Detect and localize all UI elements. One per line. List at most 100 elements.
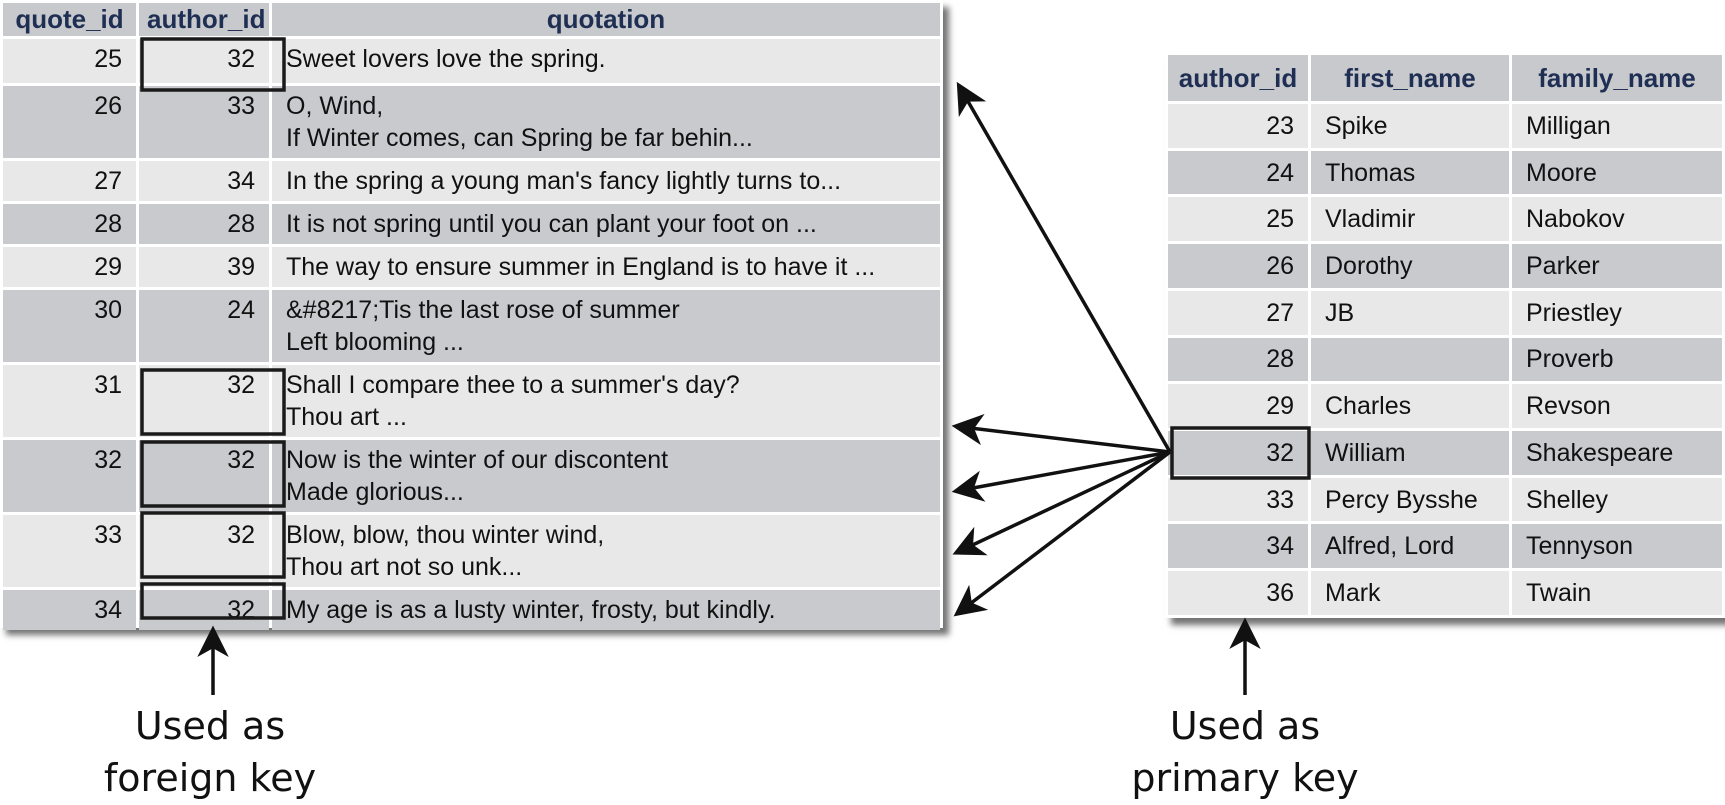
- quotation-cell: In the spring a young man's fancy lightl…: [272, 161, 940, 201]
- column-header-author-id[interactable]: author_id: [139, 3, 269, 36]
- quotes-table: quote_id author_id quotation 25 32 Sweet…: [0, 0, 943, 633]
- table-row: 24 Thomas Moore: [1168, 150, 1722, 195]
- column-header-author-id[interactable]: author_id: [1168, 55, 1308, 101]
- column-header-family-name[interactable]: family_name: [1512, 55, 1722, 101]
- family-name-cell: Nabokov: [1512, 197, 1722, 242]
- table-row: 27 34 In the spring a young man's fancy …: [3, 161, 940, 201]
- quote-id-cell: 34: [3, 590, 136, 630]
- arrow-to-quote-34: [953, 450, 1172, 617]
- quote-id-cell: 30: [3, 290, 136, 362]
- quotation-line-2: Made glorious...: [286, 478, 464, 506]
- quotation-line-1: In the spring a young man's fancy lightl…: [286, 167, 842, 195]
- quote-id-cell: 28: [3, 204, 136, 244]
- quote-id-cell: 26: [3, 86, 136, 158]
- quotation-cell: Shall I compare thee to a summer's day? T…: [272, 365, 940, 437]
- author-id-cell: 28: [1168, 337, 1308, 382]
- author-id-cell: 32: [139, 515, 269, 587]
- family-name-cell: Priestley: [1512, 290, 1722, 335]
- author-id-cell: 29: [1168, 384, 1308, 429]
- quotes-header-row: quote_id author_id quotation: [3, 3, 940, 36]
- family-name-cell: Revson: [1512, 384, 1722, 429]
- quotation-cell: Blow, blow, thou winter wind,Thou art no…: [272, 515, 940, 587]
- family-name-cell: Shakespeare: [1512, 431, 1722, 475]
- arrow-to-quote-33: [952, 450, 1171, 556]
- quotation-cell: O, Wind, If Winter comes, can Spring be f…: [272, 86, 940, 158]
- quotation-line-1: &#8217;Tis the last rose of summer: [286, 296, 680, 324]
- table-row: 26 33 O, Wind, If Winter comes, can Sprin…: [3, 86, 940, 158]
- author-id-cell: 26: [1168, 244, 1308, 288]
- author-id-cell: 36: [1168, 571, 1308, 615]
- caption-line: Used as: [134, 704, 286, 748]
- quotation-cell: My age is as a lusty winter, frosty, but…: [272, 590, 940, 630]
- authors-table: author_id first_name family_name 23 Spik…: [1165, 52, 1725, 618]
- table-row: 25 Vladimir Nabokov: [1168, 197, 1722, 242]
- table-row: 23 Spike Milligan: [1168, 104, 1722, 148]
- author-id-cell: 23: [1168, 104, 1308, 148]
- table-row: 34 32 My age is as a lusty winter, frost…: [3, 590, 940, 630]
- arrow-to-quote-25: [956, 81, 1172, 453]
- column-header-quote-id[interactable]: quote_id: [3, 3, 136, 36]
- column-header-first-name[interactable]: first_name: [1311, 55, 1509, 101]
- author-id-cell: 25: [1168, 197, 1308, 242]
- table-row: 28 Proverb: [1168, 337, 1722, 382]
- first-name-cell: William: [1311, 431, 1509, 475]
- author-id-cell: 34: [139, 161, 269, 201]
- quotation-line-1: Sweet lovers love the spring.: [286, 45, 606, 73]
- author-id-cell: 24: [1168, 150, 1308, 195]
- arrow-to-quote-32: [951, 450, 1171, 502]
- quotation-line-1: My age is as a lusty winter, frosty, but…: [286, 596, 776, 624]
- family-name-cell: Proverb: [1512, 337, 1722, 382]
- family-name-cell: Tennyson: [1512, 524, 1722, 569]
- table-row: 30 24 &#8217;Tis the last rose of summer…: [3, 290, 940, 362]
- table-row: 32 William Shakespeare: [1168, 431, 1722, 475]
- table-row: 28 28 It is not spring until you can pla…: [3, 204, 940, 244]
- column-header-quotation[interactable]: quotation: [272, 3, 940, 36]
- quotation-line-1: Blow, blow, thou winter wind,: [286, 521, 605, 549]
- primary-key-caption: Used as primary key: [1095, 700, 1395, 804]
- author-id-cell: 32: [139, 590, 269, 630]
- table-row: 26 Dorothy Parker: [1168, 244, 1722, 288]
- quotation-cell: It is not spring until you can plant you…: [272, 204, 940, 244]
- first-name-cell: Dorothy: [1311, 244, 1509, 288]
- quotation-line-2: Thou art ...: [286, 403, 407, 431]
- quotation-cell: Sweet lovers love the spring.: [272, 39, 940, 83]
- quotation-cell: The way to ensure summer in England is t…: [272, 247, 940, 287]
- quote-id-cell: 32: [3, 440, 136, 512]
- quotation-line-1: Shall I compare thee to a summer's day?: [286, 371, 740, 399]
- first-name-cell: JB: [1311, 290, 1509, 335]
- first-name-cell: Thomas: [1311, 150, 1509, 195]
- quotes-table-panel: quote_id author_id quotation 25 32 Sweet…: [0, 0, 943, 630]
- table-row: 34 Alfred, Lord Tennyson: [1168, 524, 1722, 569]
- author-id-cell: 24: [139, 290, 269, 362]
- quotation-line-1: The way to ensure summer in England is t…: [286, 253, 876, 281]
- author-id-cell: 39: [139, 247, 269, 287]
- family-name-cell: Milligan: [1512, 104, 1722, 148]
- author-id-cell: 32: [1168, 431, 1308, 475]
- table-row: 33 Percy Bysshe Shelley: [1168, 477, 1722, 522]
- family-name-cell: Shelley: [1512, 477, 1722, 522]
- family-name-cell: Twain: [1512, 571, 1722, 615]
- first-name-cell: [1311, 337, 1509, 382]
- author-id-cell: 33: [1168, 477, 1308, 522]
- quotation-line-2: If Winter comes, can Spring be far behin…: [286, 124, 753, 152]
- table-row: 25 32 Sweet lovers love the spring.: [3, 39, 940, 83]
- table-row: 31 32 Shall I compare thee to a summer's…: [3, 365, 940, 437]
- quote-id-cell: 29: [3, 247, 136, 287]
- family-name-cell: Moore: [1512, 150, 1722, 195]
- first-name-cell: Charles: [1311, 384, 1509, 429]
- table-row: 29 39 The way to ensure summer in Englan…: [3, 247, 940, 287]
- caption-line: Used as: [1169, 704, 1321, 748]
- caption-line: foreign key: [103, 756, 317, 800]
- author-id-cell: 33: [139, 86, 269, 158]
- author-id-cell: 27: [1168, 290, 1308, 335]
- quotation-line-1: Now is the winter of our discontent: [286, 446, 669, 474]
- quotation-line-1: O, Wind,: [286, 92, 384, 120]
- table-row: 29 Charles Revson: [1168, 384, 1722, 429]
- author-id-cell: 32: [139, 39, 269, 83]
- first-name-cell: Percy Bysshe: [1311, 477, 1509, 522]
- first-name-cell: Spike: [1311, 104, 1509, 148]
- author-id-cell: 28: [139, 204, 269, 244]
- quote-id-cell: 33: [3, 515, 136, 587]
